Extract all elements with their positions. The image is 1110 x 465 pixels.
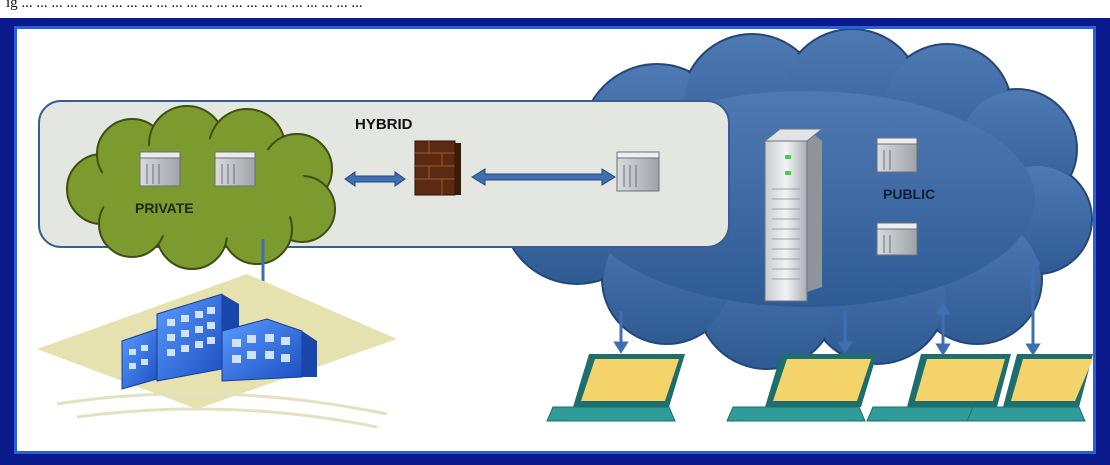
laptop-icon	[966, 354, 1093, 422]
laptop-icon	[866, 354, 1011, 422]
tower-server-icon	[763, 128, 824, 302]
server-icon	[139, 151, 181, 187]
diagram-area: PRIVATE HYBRID	[14, 26, 1096, 454]
top-caption-strip: ig ... ... ... ... ... ... ... ... ... .…	[0, 0, 1110, 18]
server-icon	[876, 137, 918, 173]
public-label: PUBLIC	[883, 186, 935, 202]
hybrid-label: HYBRID	[355, 116, 413, 133]
double-arrow-icon	[344, 171, 406, 187]
double-arrow-icon	[471, 168, 616, 186]
server-icon	[214, 151, 256, 187]
slide-frame: PRIVATE HYBRID	[0, 18, 1110, 465]
laptop-icon	[546, 354, 685, 422]
server-icon	[876, 222, 918, 256]
office-building-icon	[37, 274, 397, 429]
private-label: PRIVATE	[135, 200, 194, 216]
cloud-diagram: PRIVATE HYBRID	[37, 29, 1093, 429]
server-icon	[616, 151, 660, 192]
top-caption-text: ig ... ... ... ... ... ... ... ... ... .…	[6, 0, 363, 11]
firewall-icon	[414, 140, 461, 196]
laptop-icon	[726, 354, 877, 422]
connector-lines	[255, 239, 1041, 356]
